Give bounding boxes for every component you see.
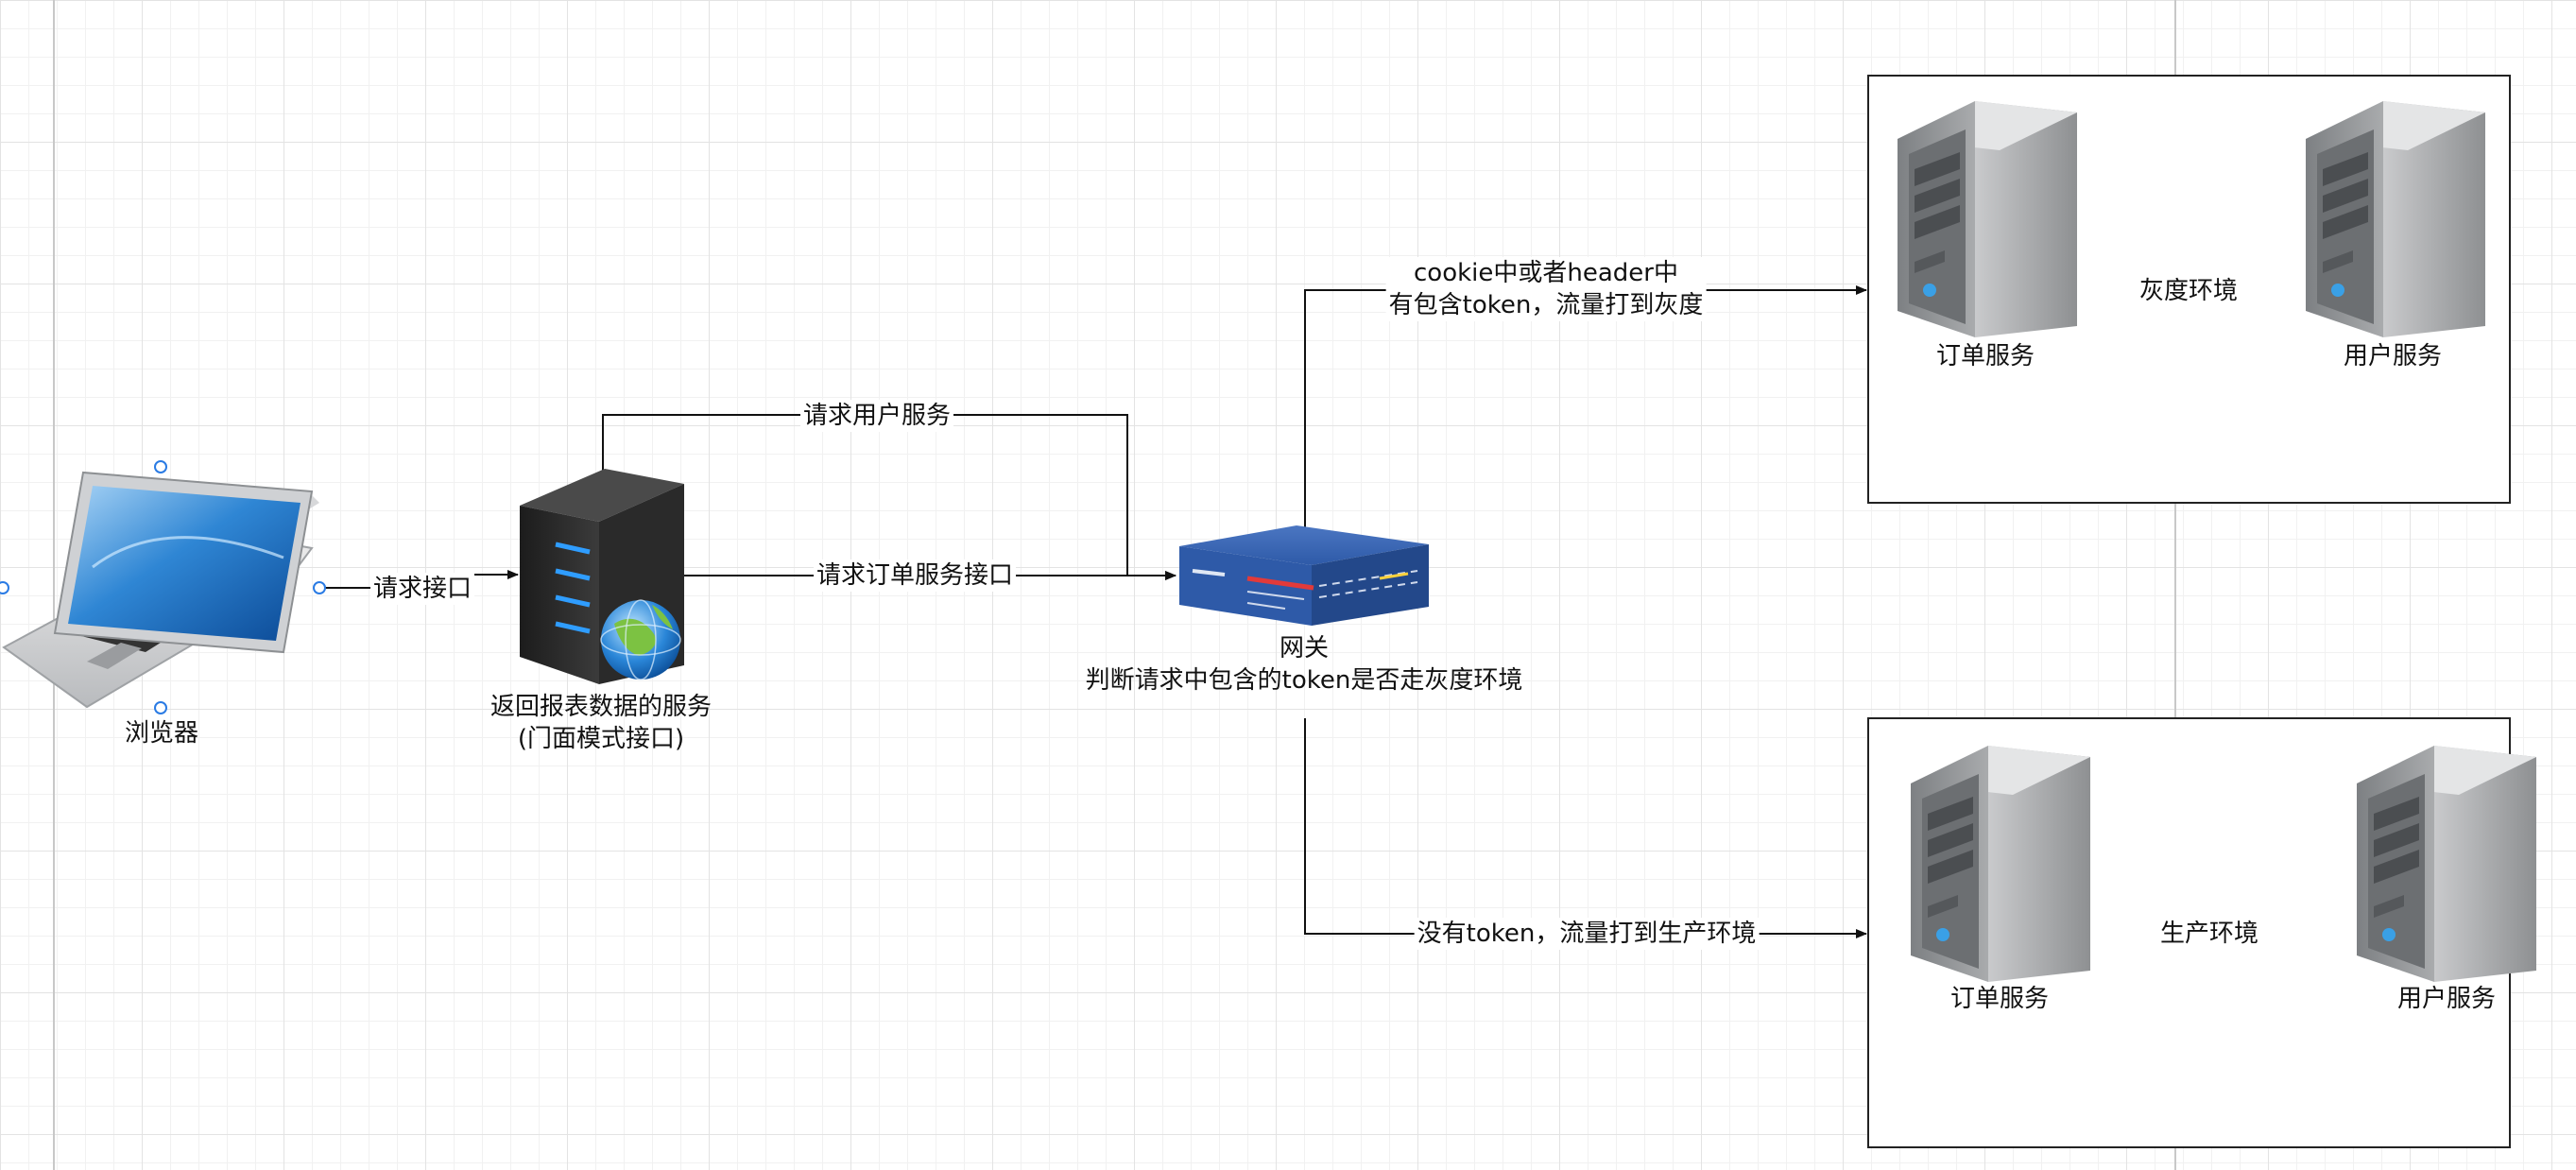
gateway-router-icon[interactable] xyxy=(1179,525,1429,626)
prod-user-service-label: 用户服务 xyxy=(2396,985,2497,1013)
gateway-label-line2: 判断请求中包含的token是否走灰度环境 xyxy=(1085,666,1523,695)
edge-label-gray-route-line2: 有包含token，流量打到灰度 xyxy=(1388,291,1704,319)
canvas-divider-right xyxy=(2174,0,2176,1170)
gray-order-server-icon[interactable] xyxy=(1898,101,2077,337)
gray-order-service-label: 订单服务 xyxy=(1935,342,2035,370)
edge-label-request-api: 请求接口 xyxy=(370,573,475,605)
gray-user-service-label: 用户服务 xyxy=(2343,342,2443,370)
browser-label: 浏览器 xyxy=(124,719,199,748)
gateway-label-line1: 网关 xyxy=(1279,634,1329,662)
prod-order-server-icon[interactable] xyxy=(1911,746,2090,982)
edge-label-gray-route: cookie中或者header中 有包含token，流量打到灰度 xyxy=(1385,257,1707,321)
selection-handle-bottom[interactable] xyxy=(154,701,167,714)
gateway-label: 网关 判断请求中包含的token是否走灰度环境 xyxy=(1086,632,1523,697)
gray-env-title: 灰度环境 xyxy=(2138,277,2239,305)
globe-icon xyxy=(600,599,681,680)
edge-label-request-user-service: 请求用户服务 xyxy=(799,400,954,432)
canvas-divider-left xyxy=(53,0,55,1170)
edge-prod-route[interactable] xyxy=(1304,718,1867,938)
prod-user-server-icon[interactable] xyxy=(2357,746,2536,982)
edge-label-request-order-api: 请求订单服务接口 xyxy=(813,559,1017,592)
prod-order-service-label: 订单服务 xyxy=(1949,985,2050,1013)
edge-request-user-service[interactable] xyxy=(602,414,1176,580)
edge-gray-route[interactable] xyxy=(1304,285,1867,529)
facade-service-label-line1: 返回报表数据的服务 xyxy=(489,693,713,721)
browser-laptop-icon[interactable] xyxy=(2,471,319,709)
selection-handle-top[interactable] xyxy=(154,460,167,473)
edge-label-prod-route: 没有token，流量打到生产环境 xyxy=(1414,918,1760,950)
selection-handle-left[interactable] xyxy=(0,581,9,594)
edge-request-api[interactable] xyxy=(319,575,518,589)
prod-env-title: 生产环境 xyxy=(2159,920,2259,948)
facade-service-label: 返回报表数据的服务 (门面模式接口) xyxy=(490,691,712,755)
gray-user-server-icon[interactable] xyxy=(2306,101,2485,337)
edge-label-gray-route-line1: cookie中或者header中 xyxy=(1414,259,1678,287)
selection-handle-right[interactable] xyxy=(313,581,326,594)
facade-service-label-line2: (门面模式接口) xyxy=(517,725,685,753)
